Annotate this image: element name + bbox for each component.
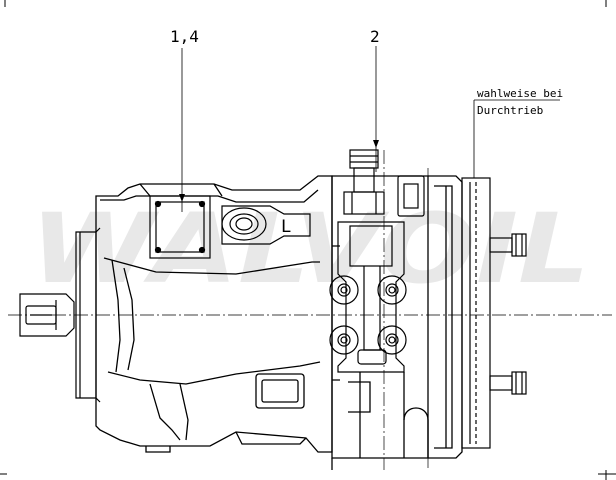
through-drive-option <box>461 177 527 449</box>
optional-note-line1: wahlweise bei <box>477 87 563 100</box>
part-label-2: 2 <box>370 27 380 46</box>
drive-shaft <box>19 293 75 337</box>
leader-arrows <box>179 140 379 202</box>
leader-lines <box>181 46 560 212</box>
part-label-1-4: 1,4 <box>170 27 199 46</box>
optional-note-line2: Durchtrieb <box>477 104 543 117</box>
port-l-label: L <box>281 217 291 237</box>
regulator-valve <box>329 149 425 373</box>
port-l-boss <box>221 205 311 245</box>
watermark: WALVOIL <box>30 193 590 305</box>
